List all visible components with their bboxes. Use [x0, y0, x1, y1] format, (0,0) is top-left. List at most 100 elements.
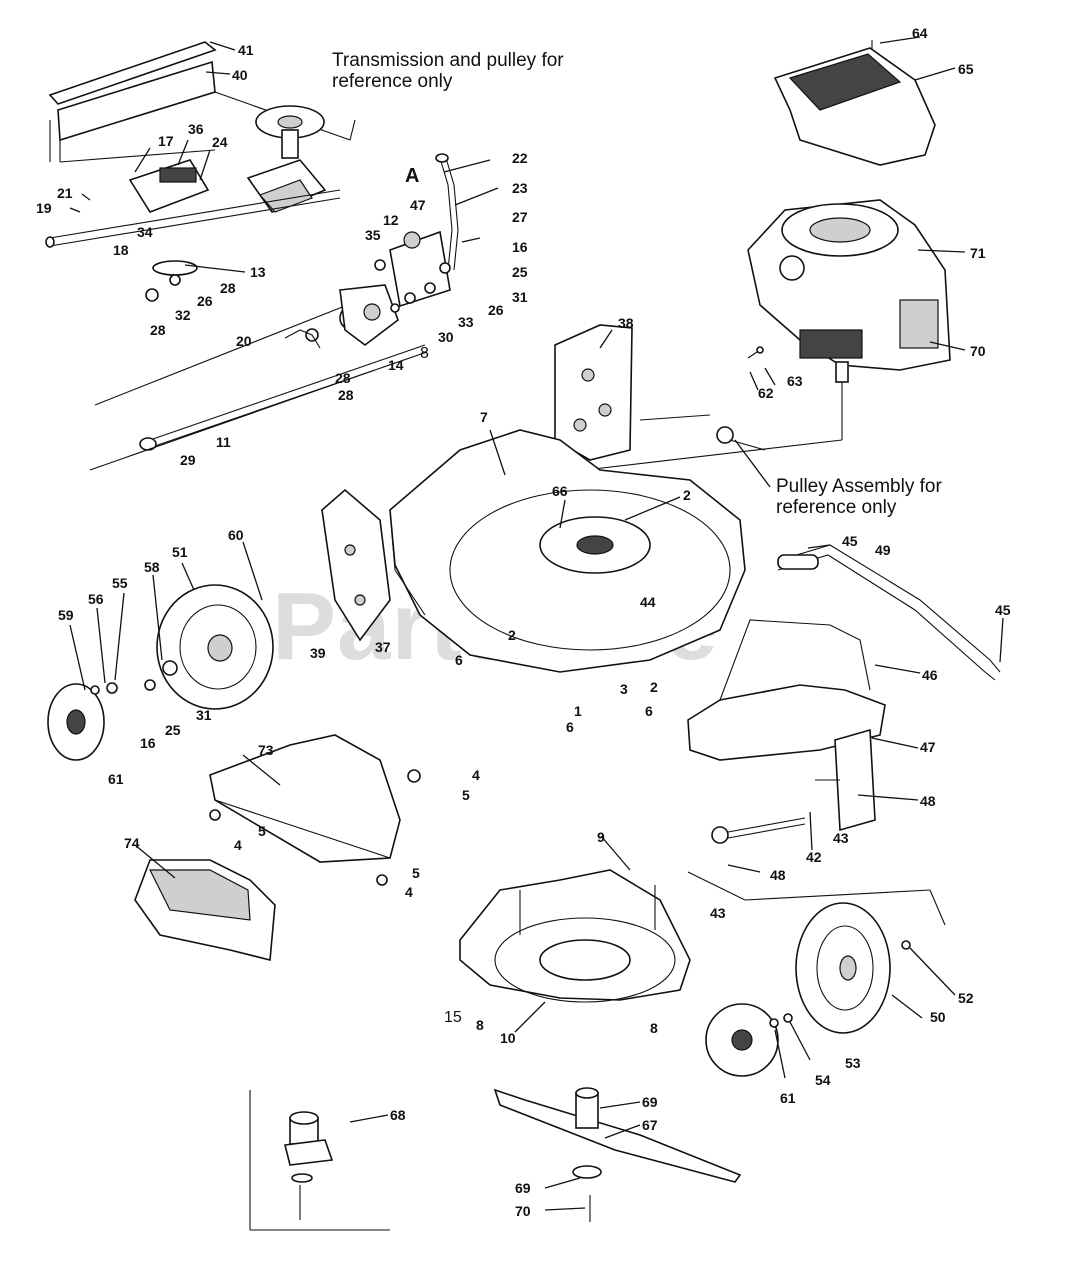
- callout-label: 61: [108, 771, 124, 787]
- callout-label: 12: [383, 212, 399, 228]
- callout-label: 62: [758, 385, 774, 401]
- callout-label: 41: [238, 42, 254, 58]
- callout-label: 45: [995, 602, 1011, 618]
- callout-label: 45: [842, 533, 858, 549]
- callout-label: 28: [150, 322, 166, 338]
- callout-label: 68: [390, 1107, 406, 1123]
- callout-label: 11: [216, 434, 231, 450]
- callout-label: 74: [124, 835, 140, 851]
- callout-label: 29: [180, 452, 196, 468]
- engine-assembly: [584, 40, 951, 471]
- callout-label: 43: [710, 905, 726, 921]
- callout-label: 58: [144, 559, 160, 575]
- callout-label: 73: [258, 742, 274, 758]
- callout-label: 2: [683, 487, 691, 503]
- callout-label: 66: [552, 483, 568, 499]
- callout-label: 39: [310, 645, 326, 661]
- callout-label: 8: [476, 1017, 484, 1033]
- callout-label: 5: [462, 787, 470, 803]
- callout-label: 52: [958, 990, 974, 1006]
- callout-label: 6: [455, 652, 463, 668]
- callout-label: 43: [833, 830, 849, 846]
- callout-labels: 41 40 17 36 24 21 19 34 18 13 28 26 32 2…: [36, 25, 1011, 1219]
- callout-label: 65: [958, 61, 974, 77]
- reference-mark-a: A: [405, 165, 419, 187]
- callout-label: 67: [642, 1117, 658, 1133]
- callout-label: 53: [845, 1055, 861, 1071]
- callout-label: 70: [970, 343, 986, 359]
- callout-label: 23: [512, 180, 528, 196]
- callout-label: 42: [806, 849, 822, 865]
- callout-label: 47: [920, 739, 936, 755]
- callout-label: 69: [642, 1094, 658, 1110]
- callout-label: 8: [420, 345, 429, 362]
- callout-label: 4: [234, 837, 242, 853]
- callout-label: 25: [512, 264, 528, 280]
- deck-assembly: [47, 324, 1001, 1231]
- note-transmission: Transmission and pulley for reference on…: [332, 50, 564, 92]
- callout-label: 37: [375, 639, 391, 655]
- callout-label: 46: [922, 667, 938, 683]
- callout-label: 47: [410, 197, 426, 213]
- callout-label: 5: [258, 823, 266, 839]
- callout-label: 31: [512, 289, 528, 305]
- callout-label: 26: [488, 302, 504, 318]
- callout-label: 36: [188, 121, 204, 137]
- callout-label: 44: [640, 594, 656, 610]
- callout-label: 4: [405, 884, 413, 900]
- callout-label: 54: [815, 1072, 831, 1088]
- callout-label: 2: [508, 627, 516, 643]
- callout-label: 7: [480, 409, 488, 425]
- callout-label: 16: [140, 735, 156, 751]
- callout-label: 9: [597, 829, 605, 845]
- callout-label: 48: [770, 867, 786, 883]
- callout-label: 50: [930, 1009, 946, 1025]
- callout-label: 34: [137, 224, 153, 240]
- callout-label: 15: [444, 1009, 462, 1026]
- callout-label: 59: [58, 607, 74, 623]
- callout-label: 10: [500, 1030, 516, 1046]
- callout-label: 22: [512, 150, 528, 166]
- callout-label: 56: [88, 591, 104, 607]
- callout-label: 6: [566, 719, 574, 735]
- callout-label: 61: [780, 1090, 796, 1106]
- callout-label: 14: [388, 357, 404, 373]
- callout-label: 63: [787, 373, 803, 389]
- callout-label: 27: [512, 209, 528, 225]
- callout-label: 64: [912, 25, 928, 41]
- callout-label: 2: [650, 679, 658, 695]
- callout-label: 49: [875, 542, 891, 558]
- callout-label: 28: [338, 387, 354, 403]
- callout-label: 32: [175, 307, 191, 323]
- callout-label: 3: [620, 681, 628, 697]
- callout-label: 60: [228, 527, 244, 543]
- callout-label: 4: [472, 767, 480, 783]
- callout-label: 28: [335, 370, 351, 386]
- callout-label: 35: [365, 227, 381, 243]
- note-pulley-assembly: Pulley Assembly for reference only: [776, 476, 942, 518]
- callout-label: 18: [113, 242, 129, 258]
- callout-label: 13: [250, 264, 266, 280]
- callout-label: 40: [232, 67, 248, 83]
- callout-label: 20: [236, 333, 252, 349]
- callout-label: 1: [574, 703, 582, 719]
- callout-label: 30: [438, 329, 454, 345]
- callout-label: 16: [512, 239, 528, 255]
- callout-label: 31: [196, 707, 212, 723]
- callout-label: 38: [618, 315, 634, 331]
- callout-label: 25: [165, 722, 181, 738]
- callout-label: 17: [158, 133, 174, 149]
- callout-label: 21: [57, 185, 73, 201]
- callout-label: 55: [112, 575, 128, 591]
- callout-leaders: [69, 36, 1004, 1211]
- callout-label: 69: [515, 1180, 531, 1196]
- callout-label: 26: [197, 293, 213, 309]
- callout-label: 33: [458, 314, 474, 330]
- callout-label: 48: [920, 793, 936, 809]
- callout-label: 19: [36, 200, 52, 216]
- callout-label: 6: [645, 703, 653, 719]
- callout-label: 5: [412, 865, 420, 881]
- callout-label: 28: [220, 280, 236, 296]
- transmission-assembly: [45, 41, 459, 471]
